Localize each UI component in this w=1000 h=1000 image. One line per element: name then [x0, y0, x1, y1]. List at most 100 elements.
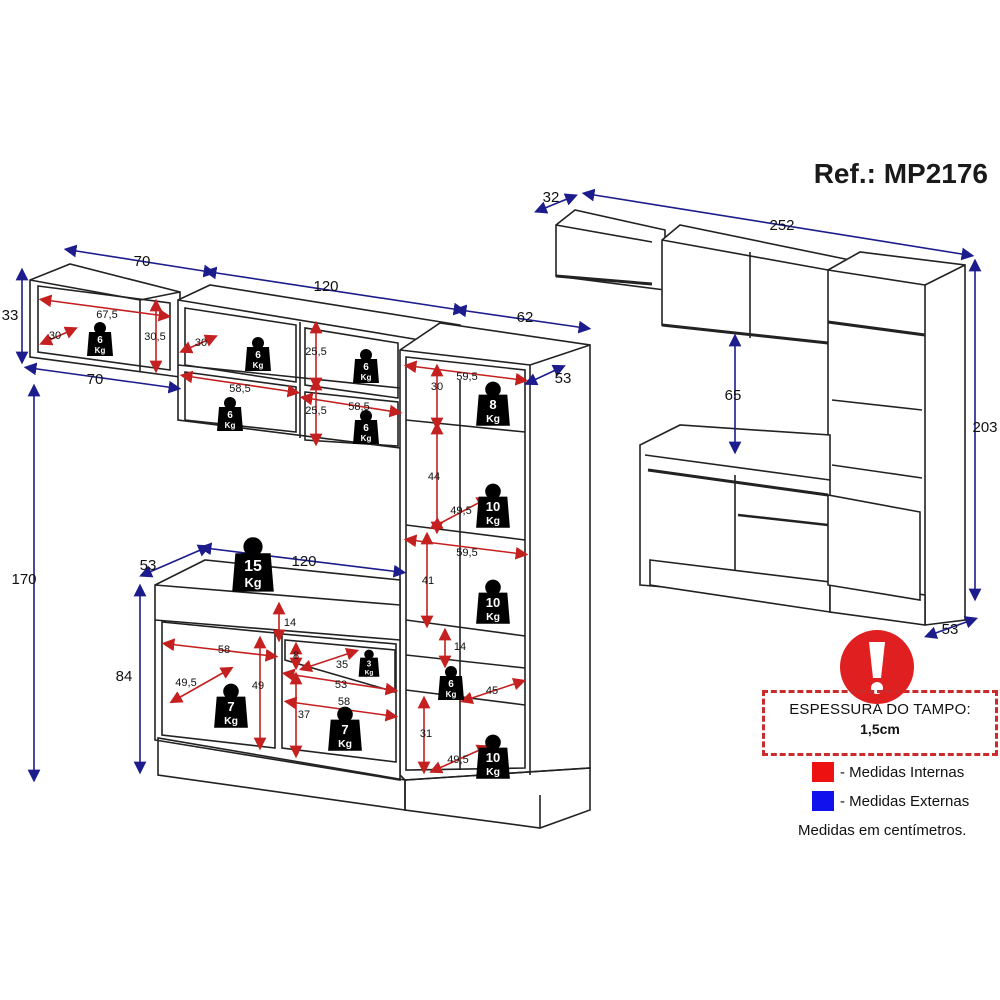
weight-unit: Kg [253, 361, 264, 370]
dim-line-ext [453, 304, 592, 334]
dim-label-int: 59,5 [456, 547, 477, 559]
dim-line-int [38, 294, 172, 322]
dim-label-int: 31 [420, 728, 432, 740]
notice-title: ESPESSURA DO TAMPO: [789, 701, 971, 718]
legend-swatch-external [812, 791, 834, 811]
weight-number: 6 [448, 679, 454, 690]
weight-unit: Kg [361, 373, 372, 382]
internal-dimension-lines [38, 294, 529, 775]
legend-internal: - Medidas Internas [812, 762, 964, 782]
weight-number: 7 [341, 722, 348, 737]
dim-label-ext: 70 [87, 371, 104, 388]
dim-label-ext: 120 [291, 553, 316, 570]
dim-line-ext [203, 266, 467, 316]
dim-line-ext [581, 188, 975, 261]
dim-label-ext: 53 [140, 557, 157, 574]
dim-line-int [299, 392, 403, 418]
dim-line-ext [923, 616, 979, 639]
dim-line-int [459, 677, 527, 705]
legend-external: - Medidas Externas [812, 791, 969, 811]
dim-label-ext: 70 [134, 253, 151, 270]
dim-line-int [298, 647, 360, 673]
dim-label-int: 59,5 [456, 371, 477, 383]
units-footnote: Medidas em centímetros. [798, 822, 967, 839]
dim-line-int [169, 666, 234, 704]
dim-label-int: 35 [336, 659, 348, 671]
dim-label-ext: 53 [555, 370, 572, 387]
weight-capacity-badge: 6Kg [217, 397, 243, 431]
weight-capacity-badge: 6Kg [87, 322, 113, 356]
weight-unit: Kg [486, 516, 500, 527]
weight-unit: Kg [224, 716, 238, 727]
weight-number: 3 [367, 659, 372, 668]
dim-label-int: 67,5 [96, 309, 117, 321]
weight-unit: Kg [361, 434, 372, 443]
legend-swatch-internal [812, 762, 834, 782]
countertop-thickness-notice: ESPESSURA DO TAMPO: 1,5cm [762, 690, 998, 756]
dim-label-int: 53 [335, 679, 347, 691]
weight-number: 6 [363, 423, 369, 434]
weight-unit: Kg [95, 346, 106, 355]
dim-line-int [429, 744, 490, 774]
dim-line-int [429, 497, 490, 529]
weight-unit: Kg [244, 575, 261, 590]
dim-label-int: 44 [428, 471, 440, 483]
weight-unit: Kg [365, 669, 374, 676]
external-dimension-lines [15, 188, 982, 783]
dim-label-ext: 203 [972, 419, 997, 436]
dim-label-ext: 32 [543, 189, 560, 206]
weight-number: 6 [227, 410, 233, 421]
dim-label-ext: 62 [517, 309, 534, 326]
dim-label-ext: 170 [11, 571, 36, 588]
dim-line-int [179, 334, 218, 354]
weight-unit: Kg [446, 690, 457, 699]
weight-unit: Kg [338, 739, 352, 750]
dim-label-int: 25,5 [305, 346, 326, 358]
dim-label-int: 41 [422, 575, 434, 587]
weight-number: 6 [255, 350, 261, 361]
dim-line-int [403, 360, 529, 386]
weight-capacity-badge: 8Kg [476, 381, 510, 426]
dim-label-ext: 252 [769, 217, 794, 234]
dim-label-ext: 65 [725, 387, 742, 404]
dim-label-int: 58,5 [229, 383, 250, 395]
dim-label-ext: 33 [2, 307, 19, 324]
dim-label-int: 30 [195, 337, 207, 349]
dim-label-int: 49,5 [175, 677, 196, 689]
weight-number: 6 [363, 362, 369, 373]
weight-capacity-badge: 3Kg [358, 649, 380, 677]
dim-line-int [281, 668, 399, 696]
weight-capacity-badge: 6Kg [353, 410, 379, 444]
weight-capacity-badge: 6Kg [245, 337, 271, 371]
dim-label-int: 49,5 [450, 505, 471, 517]
dim-label-int: 45 [486, 685, 498, 697]
weight-unit: Kg [486, 414, 500, 425]
weight-capacity-badge: 7Kg [214, 683, 248, 728]
dim-label-int: 49,5 [447, 754, 468, 766]
weight-unit: Kg [486, 612, 500, 623]
dim-line-ext [63, 244, 217, 278]
weight-number: 7 [227, 699, 234, 714]
dim-label-int: 14 [454, 641, 466, 653]
weight-capacity-badge: 6Kg [353, 349, 379, 383]
dim-line-ext [534, 193, 578, 214]
dim-label-int: 14 [284, 617, 296, 629]
dim-label-int: 8 [293, 650, 299, 662]
dim-label-int: 30,5 [144, 331, 165, 343]
dim-label-ext: 53 [942, 621, 959, 638]
reference-title: Ref.: MP2176 [813, 158, 988, 189]
dim-label-int: 25,5 [305, 405, 326, 417]
dim-label-int: 30 [49, 330, 61, 342]
notice-value: 1,5cm [860, 721, 900, 737]
right-furniture-drawing [555, 209, 966, 626]
dim-line-ext [23, 362, 182, 394]
weight-unit: Kg [225, 421, 236, 430]
dim-label-int: 58 [338, 696, 350, 708]
dim-line-int [39, 326, 78, 346]
dim-line-int [179, 370, 301, 398]
weight-number: 10 [486, 750, 500, 765]
